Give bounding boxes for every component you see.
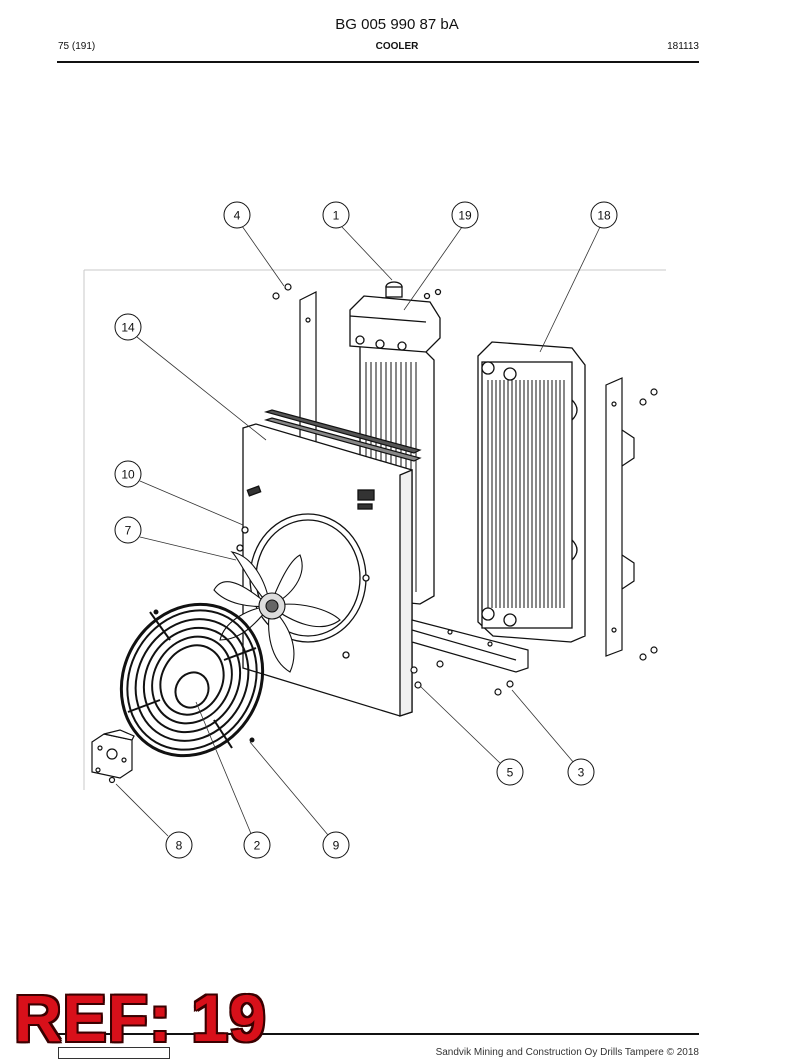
leader-lines (115, 225, 601, 837)
ref-stamp: REF: 19 (14, 981, 267, 1055)
callout-label: 7 (125, 524, 132, 538)
callout-label: 9 (333, 839, 340, 853)
section-title: COOLER (375, 41, 419, 52)
callout-label: 18 (597, 209, 611, 223)
mounting-rail (410, 619, 529, 696)
fan-motor (91, 729, 135, 784)
callout-5: 5 (496, 758, 524, 786)
header-rule (57, 61, 699, 63)
callout-3: 3 (567, 758, 595, 786)
footer-rule (57, 1033, 699, 1035)
callout-9: 9 (322, 831, 350, 859)
callout-4: 4 (223, 201, 251, 229)
radiator-core-large (477, 341, 586, 643)
callout-label: 10 (121, 468, 135, 482)
callout-14: 14 (114, 313, 142, 341)
drawing-frame (83, 269, 666, 790)
callout-18: 18 (590, 201, 618, 229)
document-number: BG 005 990 87 bA (335, 16, 459, 33)
callout-10: 10 (114, 460, 142, 488)
date-code: 181113 (667, 41, 699, 52)
callout-label: 8 (176, 839, 183, 853)
callout-label: 2 (254, 839, 261, 853)
callout-label: 4 (234, 209, 241, 223)
callout-1: 1 (322, 201, 350, 229)
callout-label: 19 (458, 209, 472, 223)
seal-strip (263, 409, 422, 462)
callout-8: 8 (165, 831, 193, 859)
callout-2: 2 (243, 831, 271, 859)
side-bracket-right (605, 377, 658, 661)
callout-label: 3 (578, 766, 585, 780)
callout-label: 5 (507, 766, 514, 780)
page-number: 75 (191) (58, 41, 96, 52)
callout-label: 1 (333, 209, 340, 223)
fan-guard-grille (119, 602, 265, 758)
callout-19: 19 (451, 201, 479, 229)
callout-label: 14 (121, 321, 135, 335)
callout-7: 7 (114, 516, 142, 544)
